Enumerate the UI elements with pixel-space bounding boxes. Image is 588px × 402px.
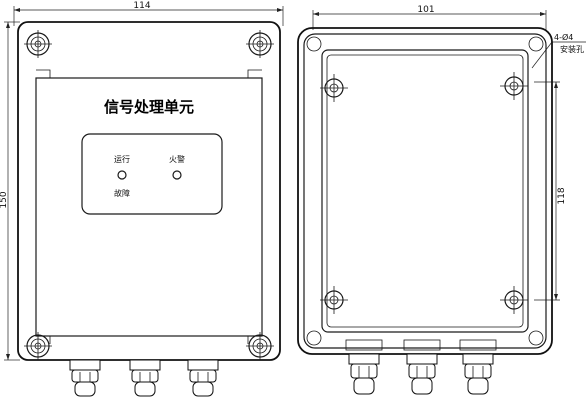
front-screw-top-right	[246, 30, 274, 58]
back-height-dimension: 118	[534, 81, 567, 301]
back-mounting-hole-top-right	[500, 72, 528, 100]
back-height-label: 118	[557, 187, 567, 204]
front-height-dimension: 150	[0, 21, 20, 361]
back-width-dimension: 101	[312, 5, 547, 30]
front-title: 信号处理单元	[104, 98, 194, 116]
front-height-label: 150	[0, 191, 9, 208]
front-enclosure-outer	[17, 21, 281, 361]
front-width-label: 114	[133, 1, 150, 11]
back-enclosure-flange	[303, 33, 547, 349]
run-label: 运行	[114, 154, 130, 164]
back-mounting-hole-bottom-right	[500, 286, 528, 314]
back-cable-gland-2	[406, 353, 438, 395]
front-screw-bottom-right	[246, 332, 274, 360]
front-cable-gland-2	[129, 359, 161, 397]
front-view: 114 150	[0, 1, 284, 397]
front-cable-gland-1	[69, 359, 101, 397]
back-view: 101 118 4-Ø4 安装孔	[297, 5, 586, 395]
back-mounting-hole-top-left	[320, 74, 348, 102]
indicator-panel	[81, 133, 223, 215]
back-mounting-hole-bottom-left	[320, 286, 348, 314]
front-screw-top-left	[24, 30, 52, 58]
back-width-label: 101	[417, 5, 434, 15]
fire-led	[172, 170, 182, 180]
front-cable-gland-3	[187, 359, 219, 397]
fault-label: 故障	[114, 188, 130, 198]
front-screw-bottom-left	[24, 332, 52, 360]
hole-label: 安装孔	[560, 44, 584, 54]
hole-spec: 4-Ø4	[554, 32, 573, 42]
front-width-dimension: 114	[13, 1, 284, 26]
fire-label: 火警	[169, 154, 185, 164]
run-led	[117, 170, 127, 180]
back-cable-gland-1	[348, 353, 380, 395]
back-enclosure-inner	[321, 49, 529, 333]
back-cable-gland-3	[462, 353, 494, 395]
front-enclosure-inner	[35, 77, 263, 337]
